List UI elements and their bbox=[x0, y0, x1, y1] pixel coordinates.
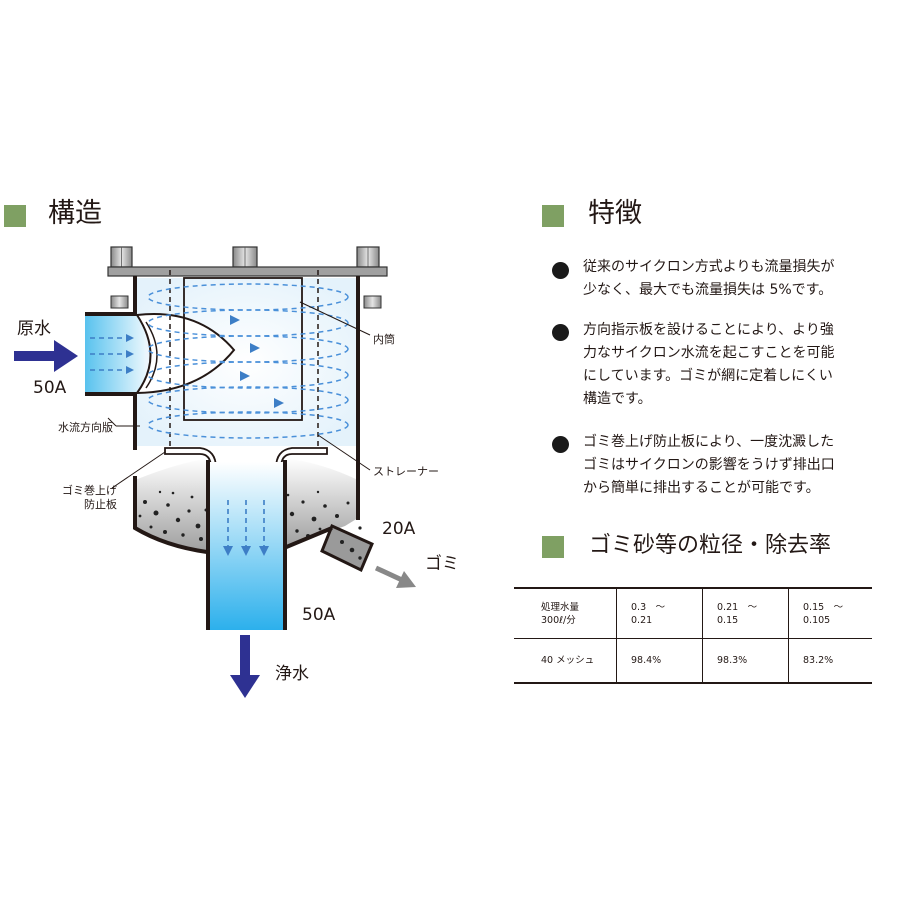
label-inlet-size: 50A bbox=[33, 378, 67, 398]
inner-tube bbox=[183, 277, 303, 421]
structure-heading-marker bbox=[4, 205, 26, 227]
label-flow-guide: 水流方向版 bbox=[58, 421, 113, 434]
removal-heading-marker bbox=[542, 536, 564, 558]
inlet-flow-arrows bbox=[90, 337, 130, 371]
sediment-area-right bbox=[283, 458, 358, 548]
bolt-center bbox=[232, 246, 258, 268]
strainer-mesh bbox=[169, 270, 319, 452]
vortex-arrowheads bbox=[230, 315, 284, 408]
table-cell-size-1: 0.3 ～ 0.21 bbox=[616, 588, 703, 639]
housing-drain-edge bbox=[283, 526, 333, 550]
removal-rate-table: 処理水量 300ℓ/分 0.3 ～ 0.21 0.21 ～ 0.15 0.15 … bbox=[514, 587, 872, 684]
features-heading-marker bbox=[542, 205, 564, 227]
table-cell-flow: 処理水量 300ℓ/分 bbox=[514, 588, 617, 639]
feature-item-2: 方向指示板を設けることにより、より強 力なサイクロン水流を起こすことを可能 にし… bbox=[583, 322, 835, 407]
label-debris-guard: ゴミ巻上げ 防止板 bbox=[62, 484, 117, 511]
label-outlet-size: 50A bbox=[302, 605, 336, 625]
feature-bullet-2 bbox=[552, 324, 569, 341]
sediment-area bbox=[135, 458, 211, 552]
label-raw-water: 原水 bbox=[17, 319, 51, 339]
bolt-left bbox=[110, 246, 133, 268]
label-inner-tube: 内筒 bbox=[373, 333, 395, 346]
bolt-right bbox=[356, 246, 380, 268]
flow-guide-inner bbox=[145, 321, 158, 389]
bolt-right-lower bbox=[363, 295, 382, 309]
raw-water-arrow bbox=[14, 340, 78, 372]
top-flange bbox=[107, 266, 388, 277]
debris-arrow bbox=[374, 565, 416, 588]
table-cell-mesh: 40 メッシュ bbox=[541, 655, 595, 666]
table-cell-rate-2: 98.3% bbox=[702, 638, 789, 683]
structure-heading: 構造 bbox=[48, 198, 102, 229]
table-header-row: 処理水量 300ℓ/分 0.3 ～ 0.21 0.21 ～ 0.15 0.15 … bbox=[514, 588, 872, 639]
feature-item-3: ゴミ巻上げ防止板により、一度沈澱した ゴミはサイクロンの影響をうけず排出口 から… bbox=[583, 434, 835, 496]
outlet-arrowheads bbox=[223, 546, 269, 556]
cyclone-structure-diagram bbox=[14, 246, 416, 698]
flow-guide-plate bbox=[135, 313, 236, 395]
features-heading: 特徴 bbox=[588, 198, 642, 229]
drain-particles bbox=[340, 540, 362, 560]
feature-item-1: 従来のサイクロン方式よりも流量損失が 少なく、最大でも流量損失は 5%です。 bbox=[583, 259, 835, 298]
clean-water-arrow bbox=[230, 635, 260, 698]
inlet-arrowheads bbox=[126, 334, 134, 374]
table-row: 40 メッシュ 98.4% 98.3% 83.2% bbox=[514, 638, 872, 683]
vortex-flow bbox=[147, 283, 349, 439]
label-drain-size: 20A bbox=[382, 519, 416, 539]
feature-bullet-3 bbox=[552, 436, 569, 453]
drain-pipe bbox=[320, 523, 374, 573]
feature-bullet-1 bbox=[552, 262, 569, 279]
table-cell-size-3: 0.15 ～ 0.105 bbox=[788, 588, 872, 639]
leader-lines bbox=[107, 301, 371, 489]
label-clean-water: 浄水 bbox=[275, 664, 309, 684]
table-cell-rate-3: 83.2% bbox=[788, 638, 872, 683]
label-debris: ゴミ bbox=[425, 554, 459, 574]
table-cell-rate-1: 98.4% bbox=[616, 638, 703, 683]
label-strainer: ストレーナー bbox=[373, 465, 439, 478]
outlet-flow-arrows bbox=[227, 500, 265, 546]
table-cell-size-2: 0.21 ～ 0.15 bbox=[702, 588, 789, 639]
bolt-left-lower bbox=[110, 295, 129, 309]
removal-heading: ゴミ砂等の粒径・除去率 bbox=[589, 533, 832, 558]
